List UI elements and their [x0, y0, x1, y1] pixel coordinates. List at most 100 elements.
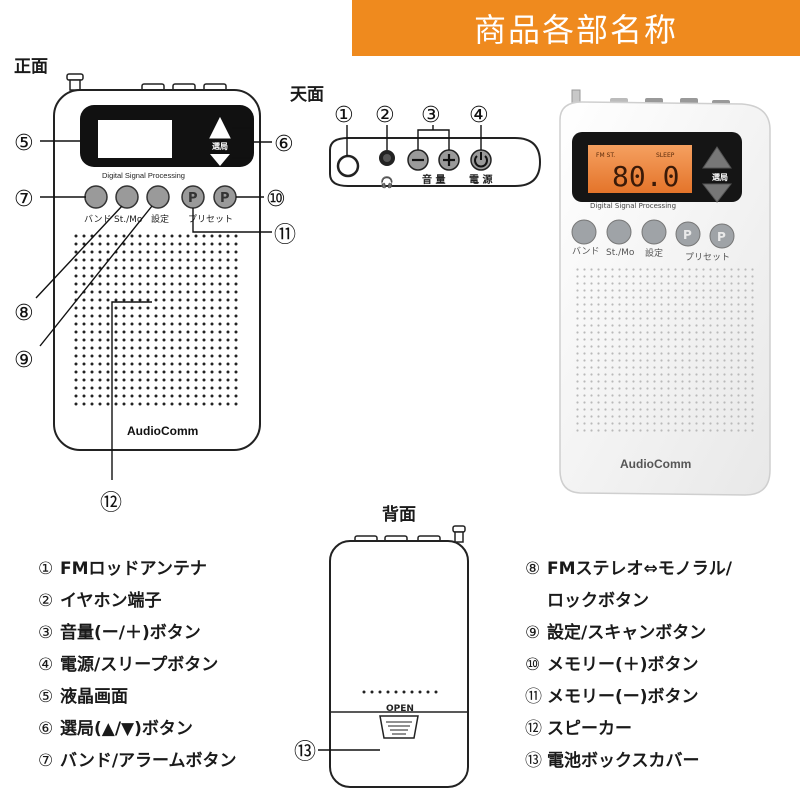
callout-8: ⑧ — [14, 301, 34, 326]
photo-preset-label: プリセット — [685, 252, 730, 263]
photo-stmo-button — [606, 219, 632, 245]
top-callout-lines — [346, 125, 482, 156]
legend-text: 選局(▲/▼)ボタン — [60, 719, 193, 739]
front-speaker-grille — [74, 230, 242, 408]
callout-3: ③ — [421, 103, 441, 128]
callout-line-9 — [39, 205, 153, 347]
back-view-label: 背面 — [382, 505, 416, 525]
legend-number: ⑥ — [38, 719, 54, 739]
callout-line-11 — [192, 208, 272, 233]
top-antenna-end — [336, 154, 360, 178]
legend-text: FMステレオ⇔モノラル/ — [547, 559, 732, 579]
front-view-label: 正面 — [14, 57, 48, 77]
photo-preset-minus-button — [709, 223, 735, 249]
photo-tuning-label: 選局 — [712, 172, 728, 182]
legend-item: ② イヤホン端子 — [38, 585, 237, 617]
legend-number: ① — [38, 559, 54, 579]
back-antenna — [452, 525, 466, 543]
back-radio-body — [329, 540, 469, 788]
legend-number: ⑤ — [38, 687, 54, 707]
legend-number: ④ — [38, 655, 54, 675]
back-speaker-holes — [358, 688, 440, 698]
callout-4: ④ — [469, 103, 489, 128]
front-tuning-up-button — [209, 116, 231, 139]
photo-lcd-sleep: SLEEP — [656, 152, 675, 159]
front-preset-minus-glyph: P — [220, 191, 230, 206]
photo-lcd-caption: Digital Signal Processing — [590, 202, 676, 210]
callout-9: ⑨ — [14, 348, 34, 373]
front-brand-logo: AudioComm — [127, 424, 198, 438]
page-title-banner: 商品各部名称 — [352, 0, 800, 56]
legend-text: バンド/アラームボタン — [60, 751, 237, 771]
legend-number: ⑬ — [525, 751, 542, 771]
legend-text: スピーカー — [547, 719, 632, 739]
callout-6: ⑥ — [274, 132, 294, 157]
legend-text: メモリー(＋)ボタン — [547, 655, 699, 675]
photo-preset-minus-glyph: P — [717, 230, 726, 244]
photo-preset-plus-button — [675, 221, 701, 247]
legend-item: ④ 電源/スリープボタン — [38, 649, 237, 681]
photo-brand-logo: AudioComm — [620, 457, 691, 471]
callout-2: ② — [375, 103, 395, 128]
legend-text: 電源/スリープボタン — [60, 655, 219, 675]
photo-lcd-band: FM ST. — [596, 152, 615, 159]
legend-text: 設定/スキャンボタン — [547, 623, 707, 643]
top-callout-numbers: ① ② ③ ④ — [334, 103, 489, 128]
legend-text: イヤホン端子 — [60, 591, 162, 611]
legend-text: メモリー(ー)ボタン — [547, 687, 699, 707]
legend-text: 電池ボックスカバー — [547, 751, 700, 771]
front-tuning-down-button — [210, 154, 230, 166]
front-view: Digital Signal Processing 選局 P P バンド St.… — [53, 73, 261, 451]
legend-text: 液晶画面 — [60, 687, 128, 707]
callout-7: ⑦ — [14, 187, 34, 212]
legend-number: ③ — [38, 623, 54, 643]
front-preset-plus-glyph: P — [188, 191, 198, 206]
front-stmo-button — [115, 185, 139, 209]
callout-line-8 — [35, 205, 123, 299]
callout-line-12 — [111, 301, 152, 480]
legend-item: ⑦ バンド/アラームボタン — [38, 745, 237, 777]
callout-12: ⑫ — [100, 491, 122, 516]
top-radio-body — [329, 137, 542, 187]
front-callout-lines — [35, 127, 272, 480]
legend-item: ⑨ 設定/スキャンボタン — [525, 617, 732, 649]
photo-lcd-frequency: 80.0 — [612, 160, 679, 193]
photo-setting-label: 設定 — [645, 247, 663, 259]
callout-11: ⑪ — [274, 223, 296, 248]
front-setting-button — [146, 185, 170, 209]
legend-item: ③ 音量(ー/＋)ボタン — [38, 617, 237, 649]
back-view: OPEN — [329, 525, 469, 788]
callout-5: ⑤ — [14, 131, 34, 156]
headphone-icon: 🎧 — [380, 176, 394, 189]
legend-item: ⑤ 液晶画面 — [38, 681, 237, 713]
photo-setting-button — [641, 219, 667, 245]
battery-cover-latch — [379, 715, 419, 739]
legend-number: ② — [38, 591, 54, 611]
legend-number: ⑫ — [525, 719, 542, 739]
legend-number: ⑨ — [525, 623, 541, 643]
legend-text: 音量(ー/＋)ボタン — [60, 623, 201, 643]
front-band-label: バンド — [84, 214, 111, 225]
front-setting-label: 設定 — [151, 213, 169, 225]
front-lcd-screen — [98, 120, 172, 158]
legend-number: ⑦ — [38, 751, 54, 771]
top-view: 🎧 音 量 電 源 — [329, 137, 542, 189]
top-volume-label: 音 量 — [422, 173, 445, 186]
top-power-label: 電 源 — [469, 173, 492, 186]
photo-lcd-screen — [588, 145, 692, 193]
product-photo: FM ST. SLEEP 80.0 Digital Signal Process… — [559, 89, 771, 496]
callout-13: ⑬ — [294, 740, 316, 765]
legend-left: ① FMロッドアンテナ ② イヤホン端子 ③ 音量(ー/＋)ボタン ④ 電源/スリープボタン ⑤… — [38, 553, 237, 777]
front-preset-label: プリセット — [188, 214, 233, 225]
front-tuning-label: 選局 — [212, 141, 228, 151]
photo-preset-plus-glyph: P — [683, 228, 692, 242]
front-band-button — [84, 185, 108, 209]
legend-item: ① FMロッドアンテナ — [38, 553, 237, 585]
legend-text: FMロッドアンテナ — [60, 559, 207, 579]
